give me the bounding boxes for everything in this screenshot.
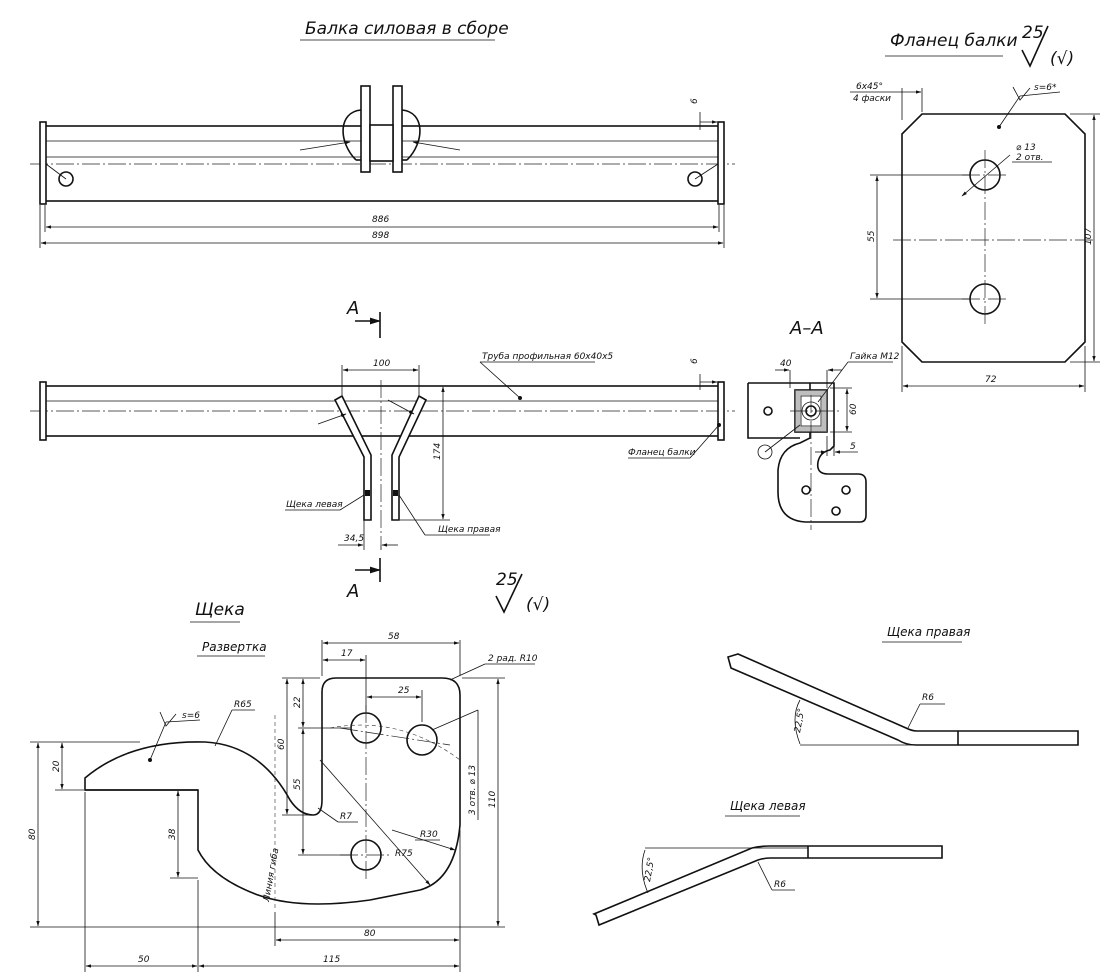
section-dim-60: 60 bbox=[849, 403, 859, 415]
plan-dim-174: 174 bbox=[433, 443, 443, 460]
plan-dim-100: 100 bbox=[373, 359, 390, 369]
cheek-dim-22: 22 bbox=[293, 696, 303, 708]
section-nut-label: Гайка М12 bbox=[850, 352, 900, 362]
cheek-right-angle: 22,5° bbox=[793, 708, 807, 734]
cheek-dim-50: 50 bbox=[138, 955, 150, 965]
cheek-title: Щека bbox=[195, 600, 245, 620]
assembly-dim-898: 898 bbox=[372, 231, 389, 241]
cheek-r10: 2 рад. R10 bbox=[488, 654, 538, 664]
section-mark-top: А bbox=[346, 298, 359, 319]
cheek-dim-115: 115 bbox=[323, 955, 340, 965]
cheek-dim-80-horizontal: 80 bbox=[364, 929, 376, 939]
plan-left-cheek-label: Щека левая bbox=[286, 500, 343, 510]
flange-hole-label: ⌀ 13 bbox=[1016, 143, 1036, 153]
cheek-right-radius: R6 bbox=[922, 693, 934, 703]
cheek-holes-label: 3 отв. ⌀ 13 bbox=[468, 765, 478, 815]
flange-chamfer: 6х45° bbox=[856, 82, 883, 92]
plan-view: А А 100 174 34,5 bbox=[30, 298, 735, 602]
cheek-r30: R30 bbox=[420, 830, 438, 840]
plan-dim-6: 6 bbox=[690, 358, 700, 364]
cheek-right-title: Щека правая bbox=[887, 625, 970, 639]
cheek-dim-55: 55 bbox=[293, 778, 303, 790]
section-view: А–А 40 60 5 Гайка М12 bbox=[747, 318, 900, 530]
plan-tube-label: Труба профильная 60х40х5 bbox=[482, 352, 613, 362]
assembly-dim-6: 6 bbox=[690, 98, 700, 104]
flange-roughness-value: 25 bbox=[1022, 23, 1044, 43]
cheek-dim-60: 60 bbox=[277, 738, 287, 750]
assembly-view: Балка силовая в сборе 6 bbox=[30, 19, 735, 248]
cheek-thickness: s=6 bbox=[182, 711, 200, 721]
cheek-r7: R7 bbox=[340, 812, 352, 822]
cheek-r65: R65 bbox=[234, 700, 252, 710]
cheek-dim-20: 20 bbox=[52, 760, 62, 772]
section-mark-bottom: А bbox=[346, 581, 359, 602]
assembly-dim-886: 886 bbox=[372, 215, 389, 225]
cheek-dim-58: 58 bbox=[388, 632, 400, 642]
section-dim-40: 40 bbox=[780, 359, 792, 369]
section-dim-5: 5 bbox=[850, 442, 856, 452]
cheek-right-view: Щека правая 22,5° R6 bbox=[727, 625, 1079, 746]
plan-dim-34-5: 34,5 bbox=[344, 534, 364, 544]
flange-chamfer-count: 4 фаски bbox=[853, 94, 891, 104]
section-title: А–А bbox=[789, 318, 824, 339]
cheek-view: Щека Развертка 25 (√) s=6 R65 2 рад. bbox=[28, 570, 550, 972]
cheek-dim-17: 17 bbox=[341, 649, 353, 659]
cheek-unfold-title: Развертка bbox=[202, 640, 267, 654]
flange-hole-count: 2 отв. bbox=[1016, 153, 1044, 163]
cheek-roughness-sign: (√) bbox=[526, 595, 550, 615]
flange-thickness: s=6* bbox=[1034, 83, 1057, 93]
flange-dim-107: 107 bbox=[1084, 228, 1094, 245]
cheek-left-angle: 22,5° bbox=[643, 857, 657, 883]
flange-dim-55: 55 bbox=[867, 230, 877, 242]
cheek-roughness-value: 25 bbox=[496, 570, 518, 590]
cheek-dim-110: 110 bbox=[488, 791, 498, 808]
flange-dim-72: 72 bbox=[985, 375, 997, 385]
assembly-title: Балка силовая в сборе bbox=[305, 19, 509, 39]
flange-view: Фланец балки 25 (√) ⌀ 13 2 отв. s=6* 6х4… bbox=[850, 23, 1100, 392]
cheek-left-view: Щека левая 22,5° R6 bbox=[592, 799, 943, 927]
plan-right-cheek-label: Щека правая bbox=[438, 525, 501, 535]
cheek-left-title: Щека левая bbox=[730, 799, 806, 813]
cheek-left-radius: R6 bbox=[774, 880, 786, 890]
cheek-dim-25: 25 bbox=[398, 686, 410, 696]
cheek-bend-line-label: Линия гиба bbox=[262, 847, 281, 903]
flange-roughness-sign: (√) bbox=[1050, 49, 1074, 69]
cheek-dim-80-vertical: 80 bbox=[28, 828, 38, 840]
plan-flange-label: Фланец балки bbox=[628, 448, 696, 458]
cheek-r75: R75 bbox=[395, 849, 413, 859]
flange-title: Фланец балки bbox=[890, 31, 1018, 51]
cheek-dim-38: 38 bbox=[168, 828, 178, 840]
